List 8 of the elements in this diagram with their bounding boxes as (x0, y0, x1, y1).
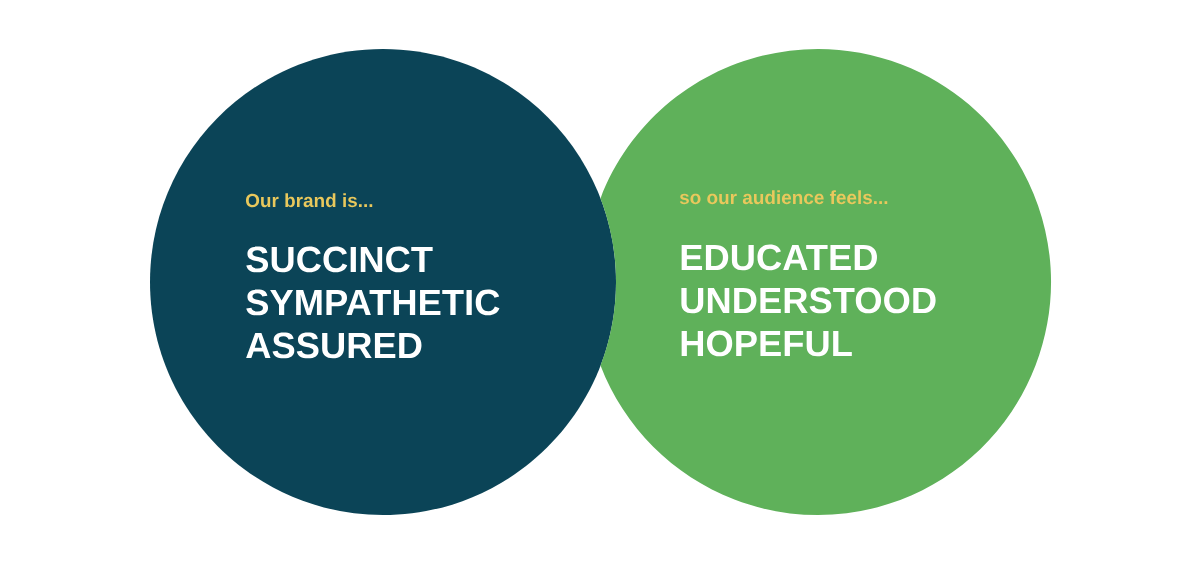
lead-in-text: so our audience feels... (679, 190, 888, 205)
keyword: SYMPATHETIC (246, 289, 500, 316)
keyword: ASSURED (246, 332, 422, 359)
keyword: EDUCATED (681, 244, 877, 271)
lead-in-text: Our brand is... (246, 193, 373, 208)
keyword: SUCCINCT (246, 246, 433, 273)
keyword: HOPEFUL (681, 330, 852, 357)
keyword: UNDERSTOOD (681, 287, 936, 314)
